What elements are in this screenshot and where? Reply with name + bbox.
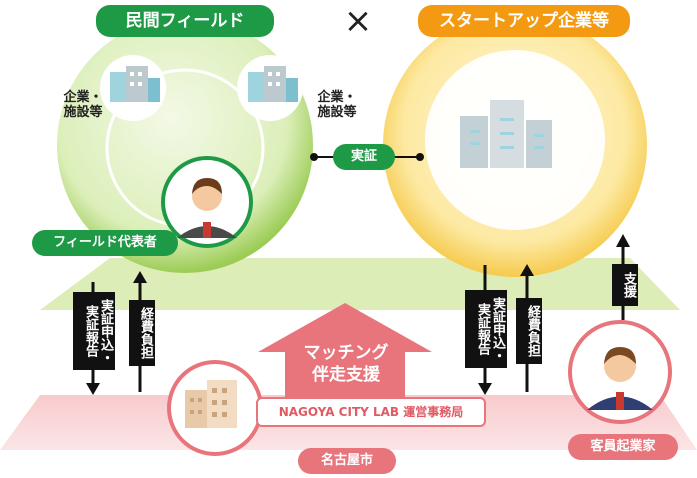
left-expense-label: 経費負担	[129, 300, 155, 366]
cross-symbol: ×	[343, 1, 373, 41]
verification-label: 実証	[333, 144, 395, 170]
representative-person-icon	[177, 178, 237, 238]
arrow-up-left	[133, 271, 147, 283]
mentor-label: 客員起業家	[568, 434, 678, 460]
arrow-support	[616, 234, 630, 247]
startup-building-icon	[460, 100, 552, 168]
company-label-left: 企業・ 施設等	[63, 90, 103, 120]
arrow-down-left	[86, 383, 100, 395]
office-building-icon	[185, 380, 237, 428]
building-icon-right	[248, 66, 298, 102]
mentor-person-icon	[587, 347, 653, 410]
representative-label: フィールド代表者	[32, 230, 178, 256]
startup-title: スタートアップ企業等	[418, 5, 630, 37]
right-application-report-label: 実証申込・実証報告	[465, 290, 507, 368]
right-expense-label: 経費負担	[516, 298, 542, 364]
left-application-report-label: 実証申込・実証報告	[73, 292, 115, 370]
building-icon-left	[110, 66, 160, 102]
arrow-up-right	[520, 264, 534, 276]
support-label: 支援	[612, 264, 638, 306]
company-label-right: 企業・ 施設等	[317, 90, 357, 120]
city-label: 名古屋市	[298, 448, 396, 474]
office-label: NAGOYA CITY LAB 運営事務局	[256, 397, 486, 427]
matching-support-label: マッチング 伴走支援	[303, 343, 389, 385]
matching-arrow	[258, 303, 432, 400]
arrow-down-right	[478, 383, 492, 395]
field-title: 民間フィールド	[96, 5, 274, 37]
